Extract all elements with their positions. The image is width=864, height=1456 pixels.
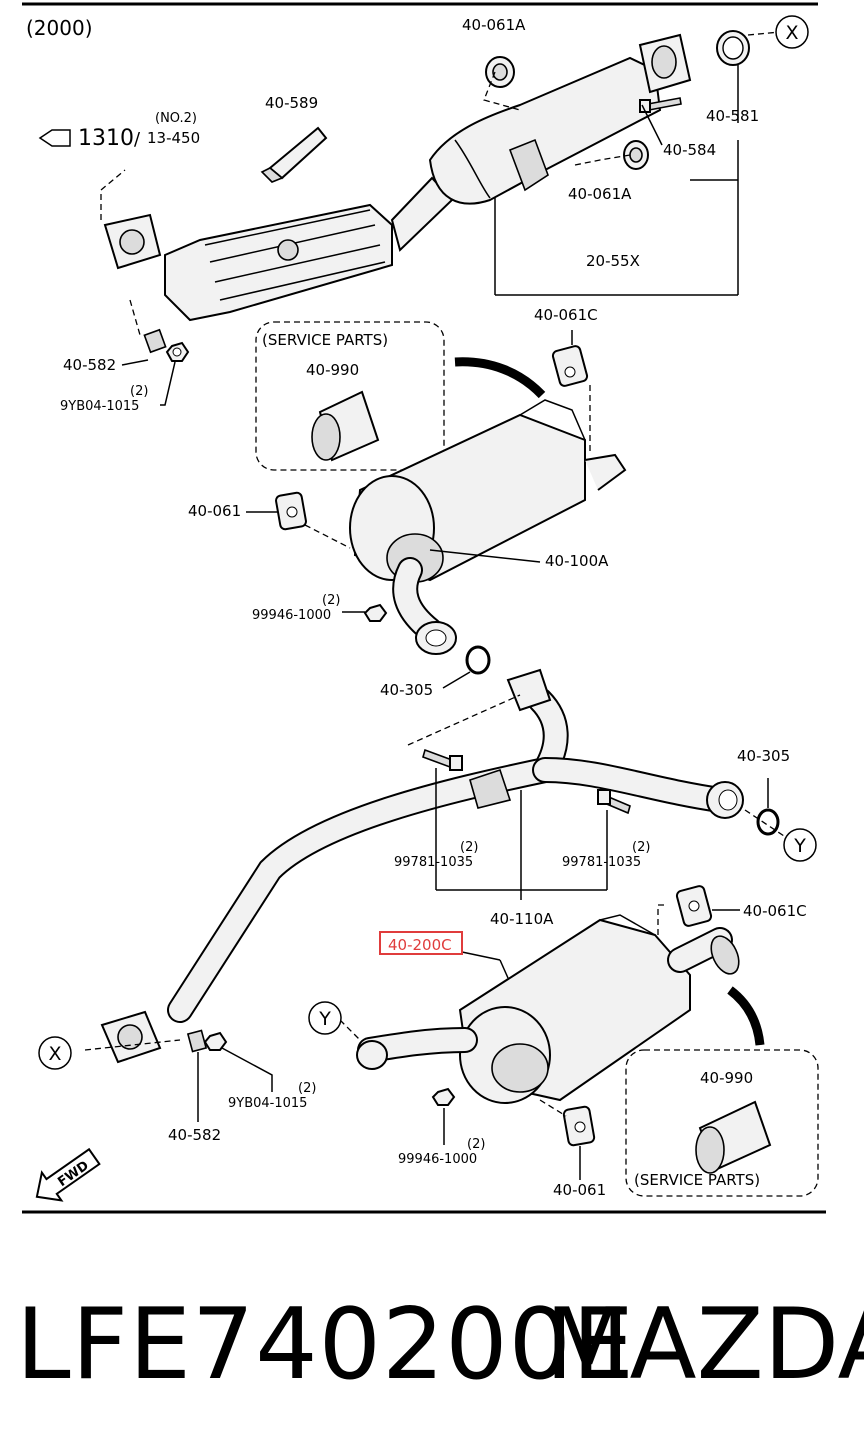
exhaust-parts-diagram: (2000) 1310 (NO.2) / 13-450 [22, 2, 826, 1214]
sealant-tube-40-589 [260, 126, 328, 183]
nut-99946-bottom [431, 1087, 456, 1106]
service-pipe-40-990-top [311, 390, 380, 462]
label-40-061-bottom: 40-061 [553, 1181, 606, 1199]
connector-x-bottom: X [38, 1036, 72, 1070]
label-40-061a-mid: 40-061A [568, 185, 632, 203]
ref-arrow-code: 1310 [78, 126, 134, 151]
svg-text:X: X [48, 1043, 61, 1065]
service-parts-box-top [255, 321, 445, 471]
svg-text:X: X [785, 22, 798, 44]
label-40-061c-bottom: 40-061C [743, 902, 807, 920]
label-99946-bottom: 99946-1000 [398, 1152, 477, 1167]
label-qty-99946-top: (2) [322, 593, 340, 608]
hanger-40-061-top [275, 491, 307, 531]
reference-arrow-icon [38, 129, 71, 147]
flange-center [415, 621, 457, 655]
brand-name: MAZDA [545, 1288, 864, 1402]
svg-text:Y: Y [793, 835, 806, 857]
ref-code: 13-450 [147, 129, 200, 147]
bolt-99781-right [597, 789, 631, 815]
service-parts-box-bottom [625, 1049, 819, 1197]
label-9yb04-bottom: 9YB04-1015 [228, 1096, 307, 1111]
center-muffler-40-100a [349, 399, 627, 583]
connector-y-right: Y [783, 828, 817, 862]
stud-40-582-top [143, 328, 167, 354]
hanger-40-061a-mid [623, 140, 649, 170]
part-number: LFE740200E [16, 1288, 635, 1402]
label-qty-99781-right: (2) [632, 840, 650, 855]
flange-rear-inlet [356, 1040, 388, 1070]
label-service-parts-bottom: (SERVICE PARTS) [634, 1171, 760, 1189]
nut-99946-top [363, 603, 388, 622]
label-qty-9yb04-bottom: (2) [298, 1081, 316, 1096]
highlight-box-40-200c [379, 931, 463, 955]
connector-y-left: Y [308, 1001, 342, 1035]
nut-9yb04-bottom [203, 1031, 228, 1051]
label-40-589: 40-589 [265, 94, 318, 112]
label-20-55x: 20-55X [586, 252, 640, 270]
ref-slash: / [134, 129, 141, 150]
label-40-100a: 40-100A [545, 552, 609, 570]
gasket-40-305-left [465, 645, 491, 675]
label-99946-top: 99946-1000 [252, 608, 331, 623]
forward-arrow-icon: FWD [35, 1147, 101, 1202]
rear-muffler-40-200c [458, 914, 740, 1104]
label-99781-left: 99781-1035 [394, 855, 473, 870]
label-40-584: 40-584 [663, 141, 716, 159]
label-40-582-bottom: 40-582 [168, 1126, 221, 1144]
y-pipe-40-110a [100, 668, 744, 1064]
gasket-40-581 [716, 30, 750, 66]
label-9yb04-top: 9YB04-1015 [60, 399, 139, 414]
ref-note: (NO.2) [155, 111, 197, 126]
label-40-581: 40-581 [706, 107, 759, 125]
label-40-061-top: 40-061 [188, 502, 241, 520]
label-40-990-top: 40-990 [306, 361, 359, 379]
bolt-99781-left [422, 748, 463, 771]
gasket-40-305-right [756, 808, 780, 836]
label-40-061c-top: 40-061C [534, 306, 598, 324]
year-code: (2000) [26, 16, 93, 40]
label-40-200c: 40-200C [388, 936, 452, 954]
label-service-parts-top: (SERVICE PARTS) [262, 331, 388, 349]
label-40-305-left: 40-305 [380, 681, 433, 699]
label-40-582-top: 40-582 [63, 356, 116, 374]
label-99781-right: 99781-1035 [562, 855, 641, 870]
svg-text:Y: Y [318, 1008, 331, 1030]
connector-x-top: X [775, 15, 809, 49]
catalytic-converter-assembly [103, 33, 692, 322]
service-pipe-40-990-bottom [695, 1100, 772, 1174]
label-40-990-bottom: 40-990 [700, 1069, 753, 1087]
hanger-40-061-bottom [562, 1105, 596, 1147]
label-40-110a: 40-110A [490, 910, 554, 928]
label-qty-99946-bottom: (2) [467, 1137, 485, 1152]
hanger-40-061c-top [551, 345, 589, 387]
hanger-40-061c-bottom [675, 885, 713, 927]
label-40-061a-top: 40-061A [462, 16, 526, 34]
label-qty-9yb04-top: (2) [130, 384, 148, 399]
label-qty-99781-left: (2) [460, 840, 478, 855]
stud-40-582-bottom [186, 1029, 208, 1053]
label-40-305-right: 40-305 [737, 747, 790, 765]
hanger-40-061a-top [485, 56, 515, 88]
nut-9yb04-top [165, 341, 190, 362]
